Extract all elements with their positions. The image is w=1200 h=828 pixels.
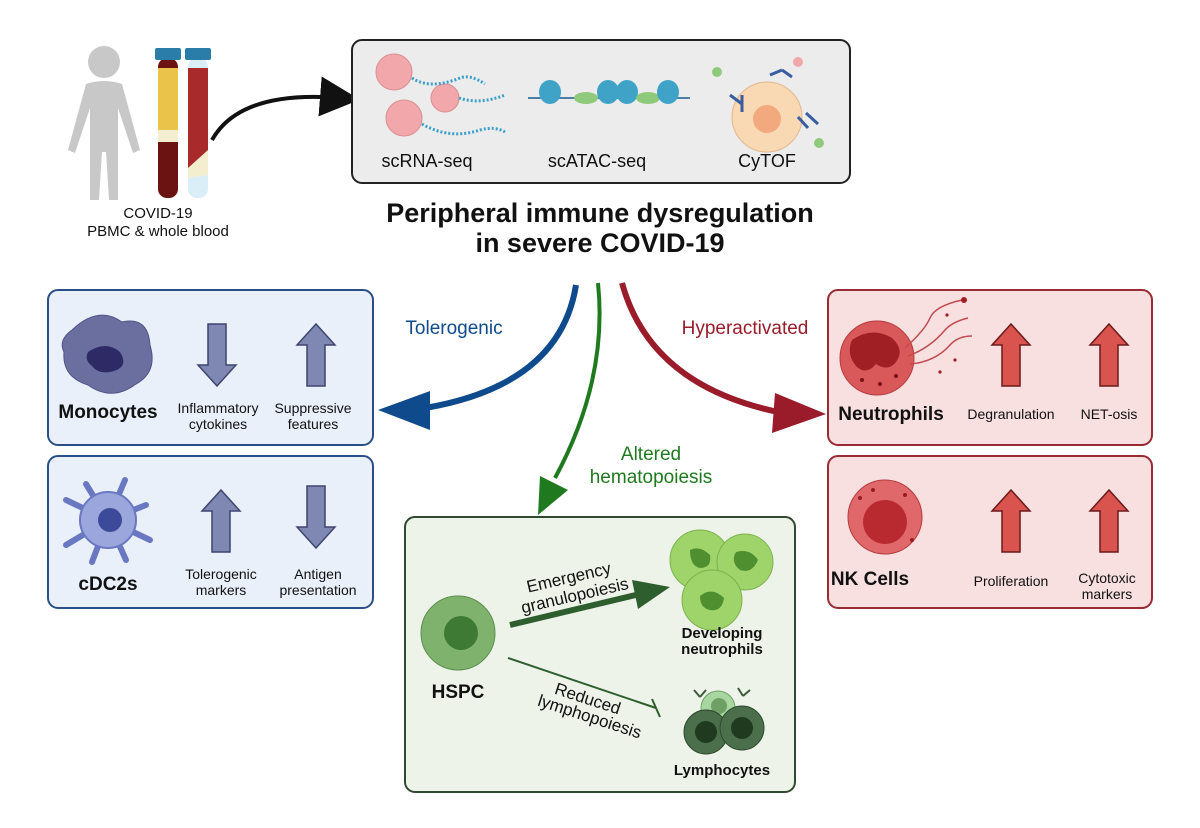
neutrophils-panel: Neutrophils Degranulation NET-osis: [827, 289, 1153, 446]
method-label-scrna: scRNA-seq: [381, 151, 472, 171]
monocytes-feature1-line1: Inflammatory: [178, 400, 259, 416]
neutrophils-feature1: Degranulation: [967, 406, 1054, 422]
up-arrow-icon: [990, 488, 1032, 553]
blood-tube-2-icon: [185, 48, 211, 198]
lymphocytes-icon: [683, 687, 765, 755]
dendritic-cell-icon: [63, 477, 153, 565]
nk-feature1: Proliferation: [974, 573, 1049, 589]
cytof-icon: [712, 57, 824, 153]
tolerogenic-branch-arrow: [424, 284, 579, 411]
lymphocytes-label: Lymphocytes: [674, 762, 770, 779]
up-arrow-icon: [200, 488, 242, 553]
main-title-line2: in severe COVID-19: [475, 228, 724, 258]
hyperactivated-branch-arrow: [619, 282, 779, 415]
scrna-seq-icon: [375, 53, 506, 137]
tolerogenic-arrowhead: [378, 391, 430, 430]
hematopoiesis-panel: HSPC Emergency granulopoiesis Reduced ly…: [404, 516, 796, 793]
nk-feature2-line2: markers: [1082, 586, 1133, 602]
main-title-line1: Peripheral immune dysregulation: [386, 198, 814, 228]
up-arrow-icon: [295, 322, 337, 387]
neutrophils-feature2: NET-osis: [1081, 406, 1138, 422]
sample-label-line1: COVID-19: [123, 205, 192, 222]
emergency-granulopoiesis-arrow: [509, 580, 670, 628]
hyperactivated-label: Hyperactivated: [682, 318, 809, 339]
cdc2s-name: cDC2s: [78, 574, 137, 595]
down-arrow-icon: [196, 323, 238, 388]
altered-label-line2: hematopoiesis: [590, 467, 713, 488]
nk-cell-icon: [847, 479, 923, 555]
nk-cells-panel: NK Cells Proliferation Cytotoxic markers: [827, 455, 1153, 609]
neutrophil-netosis-icon: [839, 297, 973, 396]
cdc2s-feature1-line2: markers: [196, 582, 247, 598]
monocytes-feature1-line2: cytokines: [189, 416, 247, 432]
monocytes-feature2-line1: Suppressive: [274, 400, 351, 416]
hspc-cell-icon: [420, 595, 496, 671]
scatac-seq-icon: [528, 80, 690, 104]
blood-tube-1-icon: [155, 48, 181, 198]
nk-feature2-line1: Cytotoxic: [1078, 570, 1136, 586]
developing-neutrophils-line2: neutrophils: [681, 641, 763, 658]
monocytes-name: Monocytes: [58, 402, 157, 423]
sample-to-methods-arrow: [210, 76, 360, 141]
methods-box: [351, 39, 851, 184]
monocytes-feature2-line2: features: [288, 416, 339, 432]
altered-arrowhead: [538, 476, 568, 515]
up-arrow-icon: [990, 322, 1032, 387]
human-silhouette-icon: [68, 46, 140, 200]
cdc2s-feature1-line1: Tolerogenic: [185, 566, 257, 582]
monocytes-panel: Monocytes Inflammatory cytokines Suppres…: [47, 289, 374, 446]
up-arrow-icon: [1088, 488, 1130, 553]
reduced-lymphopoiesis-inhibition-line: [507, 657, 661, 718]
method-label-cytof: CyTOF: [738, 151, 796, 171]
method-label-scatac: scATAC-seq: [548, 151, 646, 171]
cdc2s-panel: cDC2s Tolerogenic markers Antigen presen…: [47, 455, 374, 609]
nk-cells-name: NK Cells: [831, 569, 909, 590]
neutrophils-name: Neutrophils: [838, 404, 944, 425]
cdc2s-feature2-line2: presentation: [279, 582, 356, 598]
developing-neutrophils-icon: [669, 529, 774, 631]
cdc2s-feature2-line1: Antigen: [294, 566, 341, 582]
up-arrow-icon: [1088, 322, 1130, 387]
tolerogenic-label: Tolerogenic: [405, 318, 502, 339]
down-arrow-icon: [295, 485, 337, 550]
sample-label-line2: PBMC & whole blood: [87, 223, 229, 240]
altered-label-line1: Altered: [621, 444, 681, 465]
developing-neutrophils-line1: Developing: [682, 625, 763, 642]
altered-hematopoiesis-branch-arrow: [553, 282, 602, 479]
hspc-label: HSPC: [432, 682, 485, 703]
hyperactivated-arrowhead: [772, 393, 826, 433]
